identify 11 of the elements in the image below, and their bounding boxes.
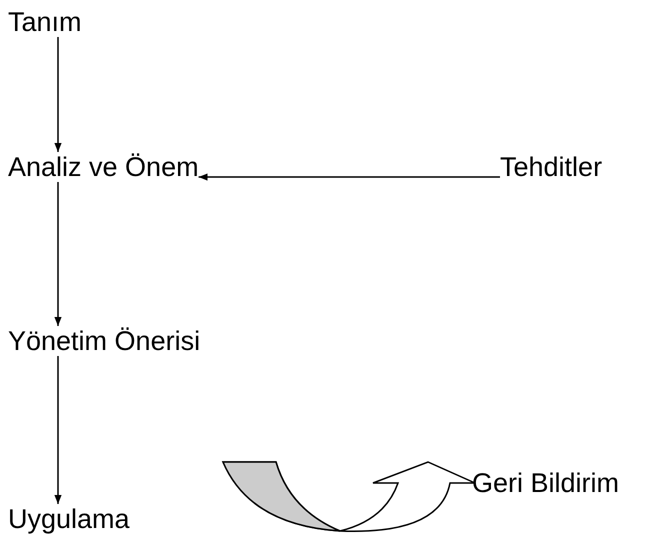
step-label: Tanım <box>8 7 82 37</box>
step-label: Geri Bildirim <box>472 468 620 498</box>
arrow <box>54 182 62 326</box>
arrow <box>54 37 62 152</box>
step-label: Tehditler <box>500 152 602 182</box>
curved-block-arrow <box>222 461 476 532</box>
step-label: Analiz ve Önem <box>8 152 199 182</box>
arrow <box>54 356 62 504</box>
arrow <box>198 173 500 181</box>
step-label: Yönetim Önerisi <box>8 326 200 356</box>
step-label: Uygulama <box>8 504 130 534</box>
